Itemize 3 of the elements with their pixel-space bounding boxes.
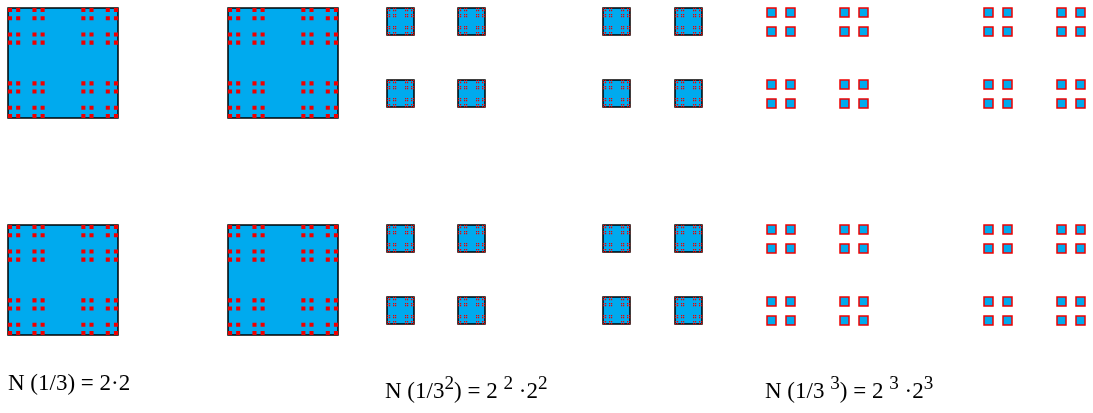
formula-text: N (1/3 $^{3}$) = 2 $^{3}$ ·2$^{3}$ bbox=[765, 371, 934, 404]
formula-text: N (1/3) = 2·2 bbox=[8, 370, 131, 396]
formula-text: N (1/3$^{2}$) = 2 $^{2}$ ·2$^{2}$ bbox=[385, 371, 548, 404]
